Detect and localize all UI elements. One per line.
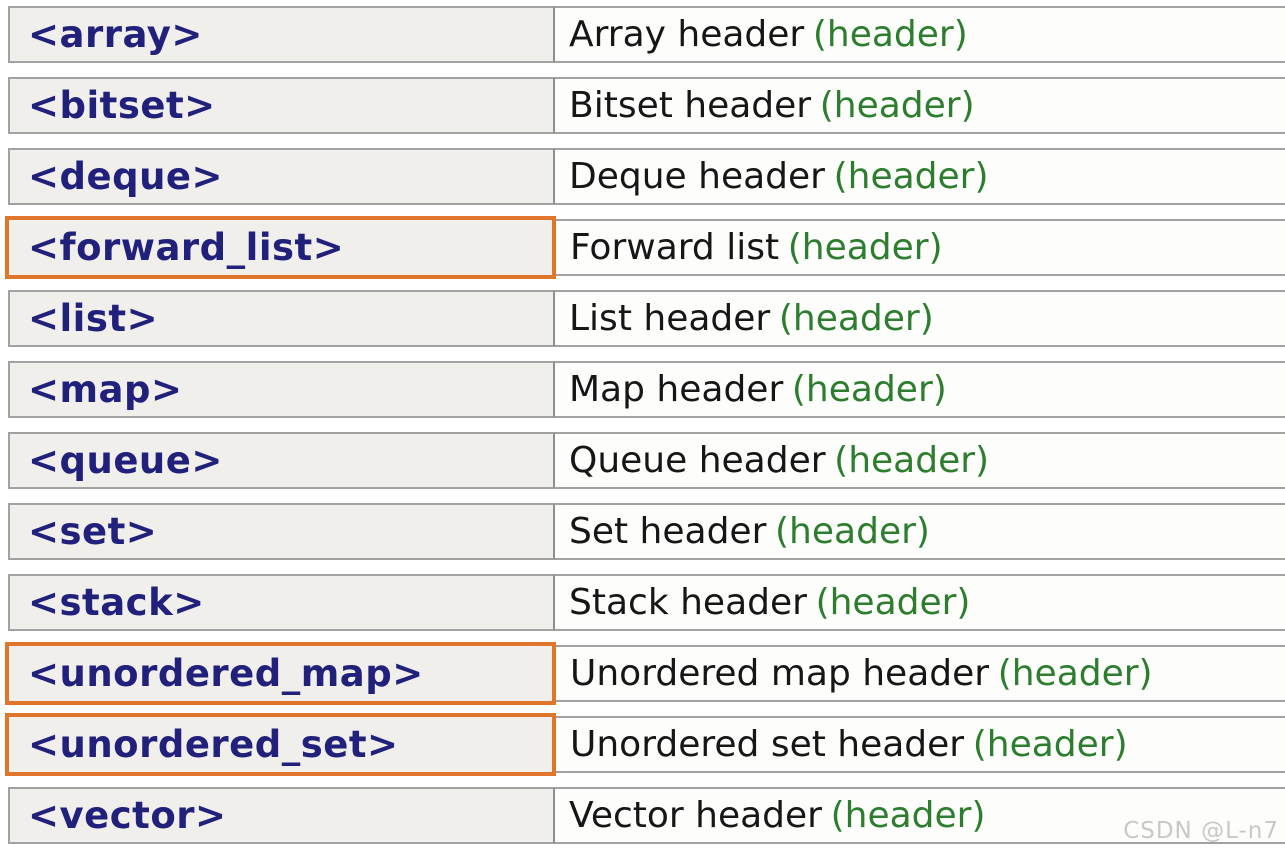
header-tag-link[interactable]: (header) [812,14,968,55]
table-row: <array> Array header (header) [8,6,1285,63]
description-cell: List header (header) [555,290,1285,347]
table-row: <list> List header (header) [8,290,1285,347]
description-text: Bitset header [569,85,812,126]
header-name-link[interactable]: <list> [28,297,159,340]
table-row: <set> Set header (header) [8,503,1285,560]
header-tag-link[interactable]: (header) [830,795,986,836]
header-name-cell[interactable]: <queue> [8,432,555,489]
description-text: Vector header [569,795,822,836]
header-name-cell[interactable]: <set> [8,503,555,560]
watermark: CSDN @L-n7 [1123,818,1279,844]
description-cell: Unordered map header (header) [556,645,1285,702]
header-tag-link[interactable]: (header) [787,227,943,268]
header-name-link[interactable]: <vector> [28,794,227,837]
description-cell: Array header (header) [555,6,1285,63]
table-row: <map> Map header (header) [8,361,1285,418]
header-name-cell[interactable]: <list> [8,290,555,347]
header-name-link[interactable]: <array> [28,13,203,56]
header-name-link[interactable]: <deque> [28,155,224,198]
description-cell: Bitset header (header) [555,77,1285,134]
description-text: Unordered map header [570,653,990,694]
header-name-link[interactable]: <stack> [28,581,205,624]
header-name-cell[interactable]: <vector> [8,787,555,844]
header-name-link[interactable]: <set> [28,510,158,553]
description-text: Set header [569,511,767,552]
description-cell: Set header (header) [555,503,1285,560]
header-tag-link[interactable]: (header) [778,298,934,339]
table-row: <unordered_set> Unordered set header (he… [5,713,1285,776]
header-tag-link[interactable]: (header) [819,85,975,126]
description-text: Queue header [569,440,826,481]
table-row: <queue> Queue header (header) [8,432,1285,489]
table-row: <stack> Stack header (header) [8,574,1285,631]
description-cell: Unordered set header (header) [556,716,1285,773]
description-cell: Queue header (header) [555,432,1285,489]
header-tag-link[interactable]: (header) [997,653,1153,694]
table-row: <unordered_map> Unordered map header (he… [5,642,1285,705]
header-name-link[interactable]: <unordered_set> [28,723,399,766]
description-text: List header [569,298,771,339]
header-tag-link[interactable]: (header) [775,511,930,552]
description-text: Map header [569,369,784,410]
description-text: Forward list [570,227,780,268]
description-cell: Map header (header) [555,361,1285,418]
header-tag-link[interactable]: (header) [972,724,1128,765]
header-name-link[interactable]: <map> [28,368,183,411]
table-row: <forward_list> Forward list (header) [5,216,1285,279]
header-name-link[interactable]: <forward_list> [28,226,345,269]
description-text: Stack header [569,582,807,623]
description-text: Unordered set header [570,724,965,765]
header-name-link[interactable]: <bitset> [28,84,216,127]
header-name-cell[interactable]: <unordered_map> [5,642,556,705]
description-cell: Stack header (header) [555,574,1285,631]
header-name-cell[interactable]: <unordered_set> [5,713,556,776]
description-cell: Vector header (header) [555,787,1285,844]
description-text: Array header [569,14,805,55]
header-name-cell[interactable]: <deque> [8,148,555,205]
header-reference-table: <array> Array header (header) <bitset> B… [5,6,1285,856]
table-row: <deque> Deque header (header) [8,148,1285,205]
table-row: <vector> Vector header (header) [8,787,1285,844]
description-cell: Forward list (header) [556,219,1285,276]
header-name-cell[interactable]: <stack> [8,574,555,631]
header-tag-link[interactable]: (header) [833,156,989,197]
header-name-cell[interactable]: <map> [8,361,555,418]
header-name-cell[interactable]: <bitset> [8,77,555,134]
header-name-cell[interactable]: <forward_list> [5,216,556,279]
header-tag-link[interactable]: (header) [815,582,971,623]
description-cell: Deque header (header) [555,148,1285,205]
header-name-cell[interactable]: <array> [8,6,555,63]
description-text: Deque header [569,156,825,197]
header-name-link[interactable]: <unordered_map> [28,652,424,695]
header-tag-link[interactable]: (header) [791,369,947,410]
header-name-link[interactable]: <queue> [28,439,223,482]
table-row: <bitset> Bitset header (header) [8,77,1285,134]
header-tag-link[interactable]: (header) [834,440,990,481]
